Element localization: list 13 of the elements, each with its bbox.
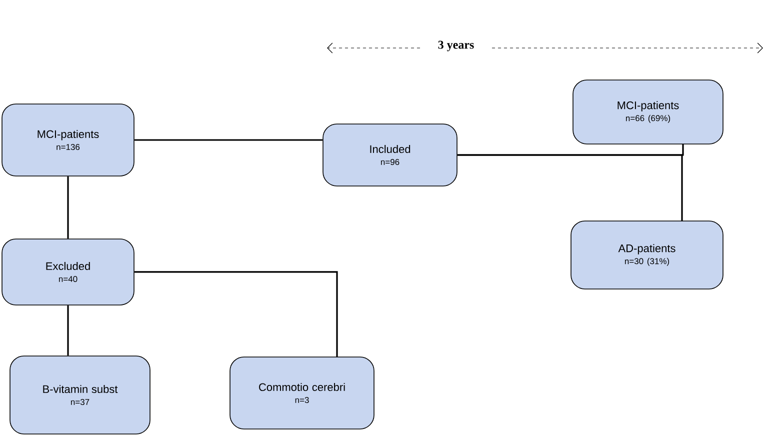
dimension-label: 3 years xyxy=(438,40,474,52)
process-box: B-vitamin subst n=37 xyxy=(10,356,150,434)
connector-line xyxy=(67,176,69,239)
connector-line xyxy=(134,139,323,141)
process-box: MCI-patients n=136 xyxy=(2,104,134,176)
process-box: Included n=96 xyxy=(322,124,458,186)
connector-line xyxy=(457,154,683,221)
process-box: MCI-patients n=66 (69%) xyxy=(572,80,724,144)
connector-line xyxy=(134,271,338,357)
process-box: Excluded n=40 xyxy=(2,238,134,306)
process-box: Commotio cerebri n=3 xyxy=(230,356,374,430)
process-box: AD-patients n=30 (31%) xyxy=(570,220,724,290)
connector-line xyxy=(67,305,69,356)
